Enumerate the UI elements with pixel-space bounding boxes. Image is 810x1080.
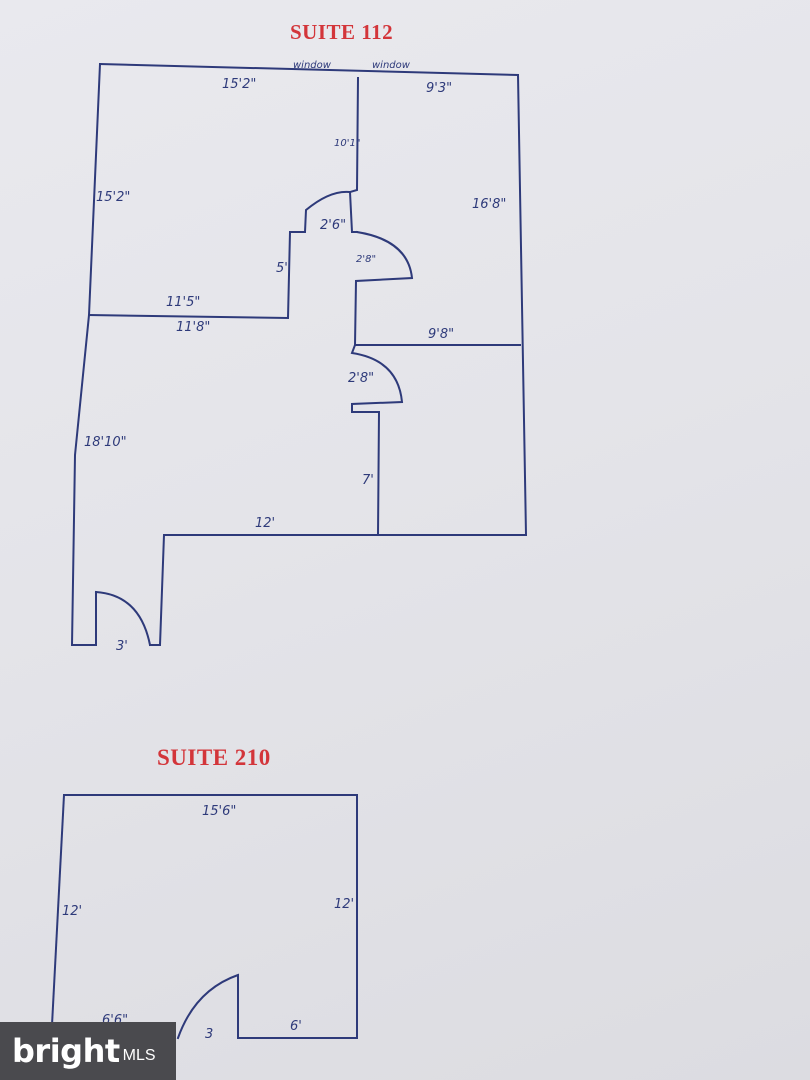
dim-room-bottom-b: 11'8" — [176, 320, 210, 335]
suite-210-title: SUITE 210 — [157, 745, 271, 770]
suite-210-outline-right — [63, 794, 358, 1040]
suite-112-title: SUITE 112 — [290, 20, 394, 44]
bright-mls-watermark: bright MLS — [0, 1022, 176, 1080]
dim-wall-7: 7' — [362, 473, 374, 488]
window-label-right: window — [372, 60, 411, 71]
watermark-sub: MLS — [122, 1047, 156, 1064]
dim-room-bottom-a: 11'5" — [166, 295, 200, 310]
dim-partition-height: 10'1" — [334, 138, 360, 149]
dim-door-lower: 2'8" — [348, 371, 374, 386]
outer-wall-left — [70, 62, 102, 646]
dim-top-left-width: 15'2" — [222, 77, 256, 92]
outer-wall-right-bottom — [98, 62, 528, 646]
dim-210-width: 15'6" — [202, 804, 236, 819]
dim-top-right-width: 9'3" — [426, 81, 452, 96]
dim-door-right: 2'8" — [356, 254, 376, 265]
dim-entry-door: 3' — [116, 639, 128, 654]
dim-right-room-height: 16'8" — [472, 197, 506, 212]
upper-room-wall — [87, 190, 358, 320]
dim-left-room-height: 15'2" — [96, 190, 130, 205]
lower-room-wall — [350, 343, 404, 537]
dim-notch-height: 5' — [276, 261, 288, 276]
watermark-brand: bright — [12, 1032, 120, 1070]
suite-112-walls — [70, 62, 528, 647]
dim-210-right-height: 12' — [334, 897, 354, 912]
closet-wall — [353, 230, 521, 346]
window-label-left: window — [293, 60, 332, 71]
entry-door-swing — [94, 590, 152, 647]
dim-door-upper: 2'6" — [320, 218, 346, 233]
suite-210-outline-left — [50, 793, 66, 1027]
suite-210-walls — [50, 793, 358, 1040]
dim-right-lower-width: 9'8" — [428, 327, 454, 342]
dim-bottom-12: 12' — [255, 516, 275, 531]
dim-210-bottom-right: 6' — [290, 1019, 302, 1034]
dim-210-door: 3 — [205, 1027, 213, 1042]
partition-wall — [348, 76, 360, 194]
dim-main-height: 18'10" — [84, 435, 127, 450]
dim-210-left-height: 12' — [62, 904, 82, 919]
